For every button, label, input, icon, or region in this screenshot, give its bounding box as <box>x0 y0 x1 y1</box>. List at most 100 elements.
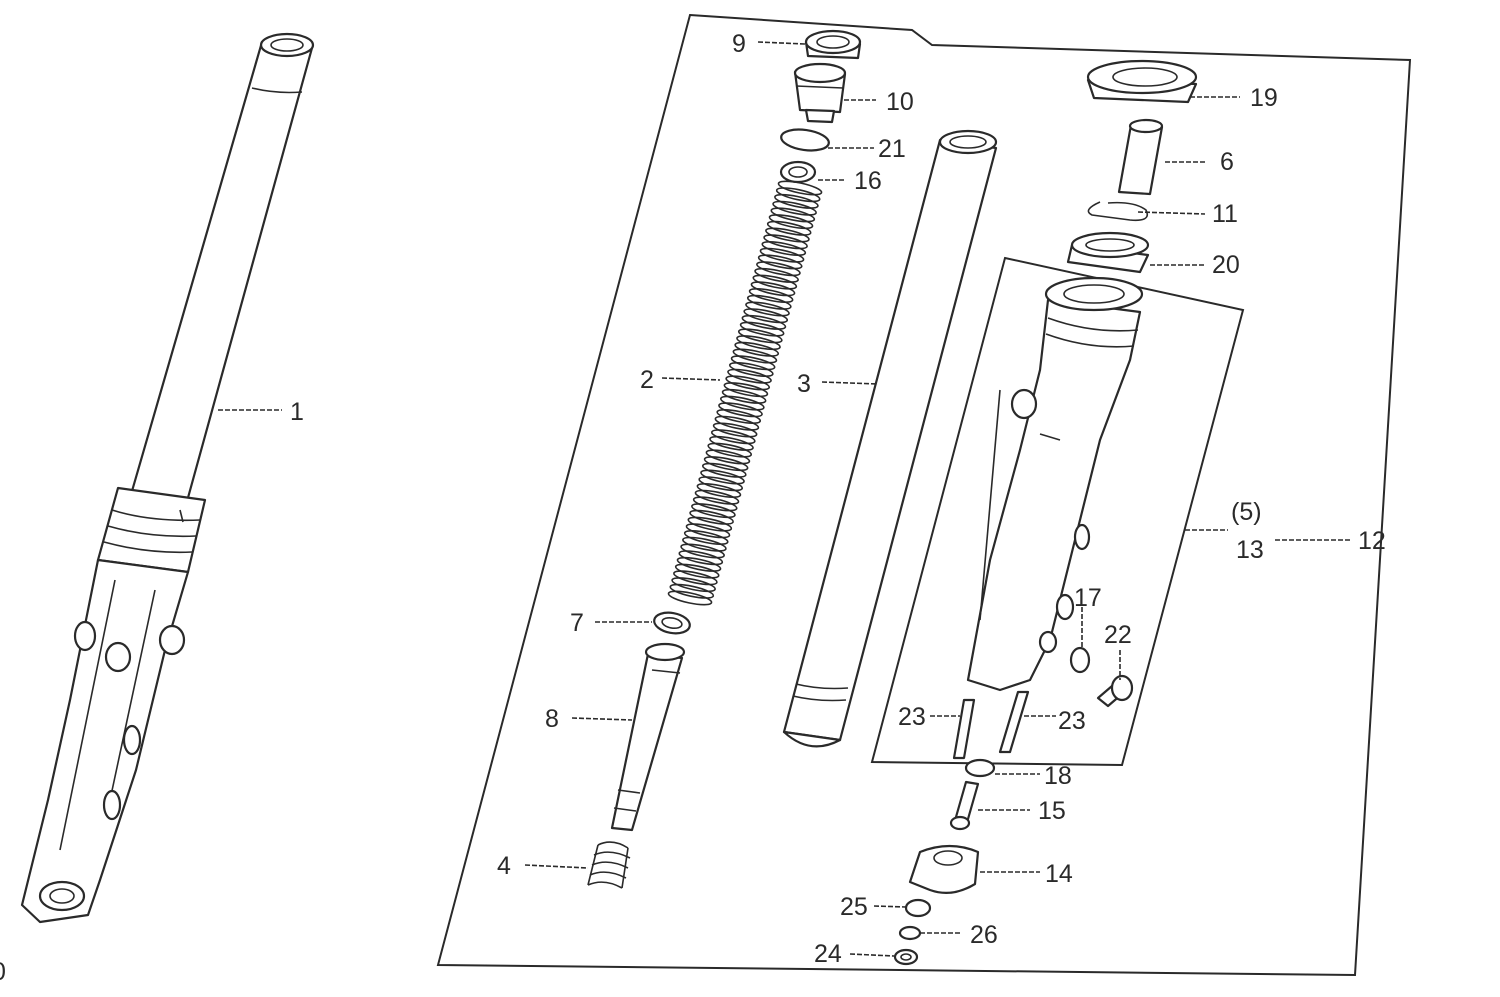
callout-22: 22 <box>1104 621 1132 649</box>
stopper-ring-drawing <box>1087 201 1149 222</box>
spring-coil <box>721 388 767 404</box>
axle-holder-drawing <box>908 844 980 895</box>
spring-coil <box>739 321 785 337</box>
spring-coil <box>732 348 778 364</box>
callout-15: 15 <box>1038 797 1066 825</box>
spring-coil <box>678 550 724 566</box>
spring-coil <box>752 274 798 290</box>
spring-coil <box>694 489 740 505</box>
fork-tube-drawing <box>782 129 998 748</box>
spring-coil <box>709 435 754 451</box>
spring-coil <box>703 456 749 472</box>
spring-coil <box>669 583 715 599</box>
callout-23-left: 23 <box>898 703 926 731</box>
callout-26: 26 <box>970 921 998 949</box>
spring-coil <box>723 382 769 398</box>
damper-rod-drawing <box>610 642 686 832</box>
spring-coil <box>750 281 796 297</box>
bottom-case-drawing <box>966 276 1144 692</box>
callout-13: 13 <box>1236 536 1264 564</box>
callout-11: 11 <box>1212 200 1238 228</box>
callout-labels: 1 2 3 4 (5) 6 7 8 9 10 11 12 13 14 15 16… <box>0 30 1386 986</box>
assembly-frame-outline <box>436 13 1412 977</box>
spring-coil <box>743 308 789 324</box>
spring-coil <box>775 187 821 203</box>
callout-19: 19 <box>1250 84 1278 112</box>
spring-coil <box>737 328 783 344</box>
fork-assembly-drawing <box>20 32 315 924</box>
spring-coil <box>736 335 781 351</box>
callout-1: 1 <box>290 398 304 426</box>
drain-bolt-drawing <box>1096 674 1134 708</box>
o-ring-drawing <box>780 128 830 152</box>
holder-nut-drawing <box>904 898 932 918</box>
callout-2: 2 <box>640 366 654 394</box>
spring-coil <box>682 536 727 552</box>
spring-coil <box>745 301 790 317</box>
spring-coil <box>674 563 720 579</box>
dowel-pin-right-drawing <box>998 690 1030 754</box>
callout-24: 24 <box>814 940 842 968</box>
spring-coil <box>696 483 742 498</box>
spring-coil <box>725 375 771 391</box>
spring-coil <box>719 395 765 411</box>
sealing-washer-drawing <box>1069 646 1091 674</box>
spring-coil <box>707 442 753 458</box>
callout-25: 25 <box>840 893 868 921</box>
callout-20: 20 <box>1212 251 1240 279</box>
callout-6: 6 <box>1220 148 1234 176</box>
spring-coil <box>673 570 718 586</box>
oil-seal-drawing <box>1066 231 1150 274</box>
fork-bolt-drawing <box>793 62 847 124</box>
spring-coil <box>692 496 738 512</box>
dust-seal-drawing <box>1086 59 1198 104</box>
spring-coil <box>700 469 745 485</box>
spring-coil <box>671 577 716 593</box>
leader-lines <box>218 41 1350 957</box>
socket-bolt-drawing <box>949 780 980 831</box>
spring-coil <box>770 207 816 223</box>
callout-8: 8 <box>545 705 559 733</box>
spring-coil <box>712 422 758 438</box>
callout-21: 21 <box>878 135 906 163</box>
fork-cap-bolt-drawing <box>804 29 862 60</box>
spring-coil <box>701 462 747 478</box>
spring-seat-drawing <box>779 160 817 184</box>
callout-3: 3 <box>797 370 811 398</box>
spring-coil <box>746 294 792 310</box>
spring-coil <box>685 523 731 539</box>
spring-coil <box>718 402 763 418</box>
spring-coil <box>714 415 760 431</box>
spring-coil <box>689 509 734 525</box>
spring-coil <box>680 543 725 559</box>
spring-coil <box>728 362 774 377</box>
dowel-pin-left-drawing <box>952 698 976 760</box>
spring-coil <box>768 214 814 230</box>
spring-coil <box>691 503 736 519</box>
guide-bushing-drawing <box>1117 118 1164 196</box>
spring-coil <box>763 234 808 250</box>
spring-coil <box>676 556 722 572</box>
holder-washer-drawing <box>893 948 919 966</box>
spring-coil <box>761 241 807 256</box>
socket-bolt-washer-drawing <box>964 758 996 778</box>
spring-coil <box>741 314 787 330</box>
spring-coil <box>683 530 729 545</box>
spring-coil <box>777 180 823 196</box>
callout-14: 14 <box>1045 860 1073 888</box>
spring-coil <box>698 476 744 492</box>
spring-coil <box>727 368 772 384</box>
callout-7: 7 <box>570 609 584 637</box>
callout-5: (5) <box>1231 498 1262 526</box>
spring-coil <box>710 429 756 445</box>
spring-coil <box>774 193 819 209</box>
spring-coil <box>754 267 799 283</box>
spring-coil <box>705 449 751 465</box>
callout-12: 12 <box>1358 527 1386 555</box>
callout-17: 17 <box>1074 584 1102 612</box>
spring-coil <box>716 409 762 424</box>
spring-coil <box>687 516 733 532</box>
rebound-spring-drawing <box>587 841 631 889</box>
spring-coil <box>759 247 805 263</box>
